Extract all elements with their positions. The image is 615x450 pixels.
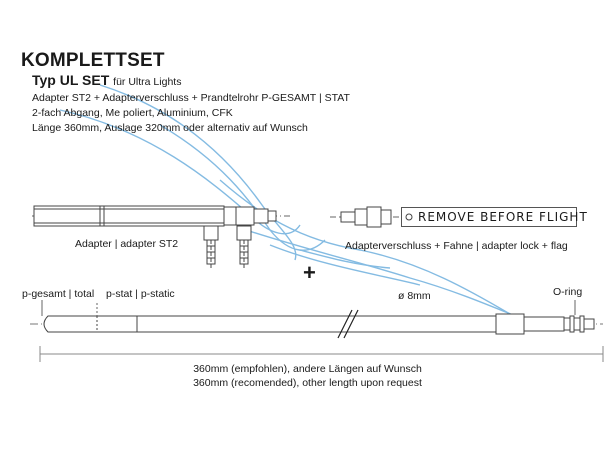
dimension-text-de: 360mm (empfohlen), andere Längen auf Wun… (193, 363, 422, 375)
label-lock: Adapterverschluss + Fahne | adapter lock… (345, 240, 568, 252)
label-adapter: Adapter | adapter ST2 (75, 238, 179, 250)
spec-line-3: Länge 360mm, Auslage 320mm oder alternat… (32, 122, 308, 134)
page-title: KOMPLETTSET (21, 50, 165, 71)
label-oring: O-ring (553, 286, 583, 298)
label-p-static: p-stat | p-static (106, 288, 175, 300)
adapter-lock-drawing (330, 206, 413, 228)
spec-line-2: 2-fach Abgang, Me poliert, Aluminium, CF… (32, 107, 233, 119)
subtitle-main: Typ UL SET (32, 72, 110, 88)
subtitle: Typ UL SET für Ultra Lights (32, 72, 181, 88)
label-diameter: ø 8mm (398, 290, 431, 302)
subtitle-small: für Ultra Lights (113, 76, 182, 88)
spec-line-1: Adapter ST2 + Adapterverschluss + Prandt… (32, 92, 350, 104)
flag-text: REMOVE BEFORE FLIGHT (418, 210, 588, 224)
pitot-tube-drawing (30, 300, 603, 339)
adapter-st2-drawing (32, 205, 290, 270)
label-p-total: p-gesamt | total (22, 288, 95, 300)
dimension-line (39, 346, 604, 362)
plus-sign: + (303, 260, 316, 285)
dimension-text-en: 360mm (recomended), other length upon re… (193, 377, 422, 389)
remove-before-flight-flag (401, 207, 577, 227)
